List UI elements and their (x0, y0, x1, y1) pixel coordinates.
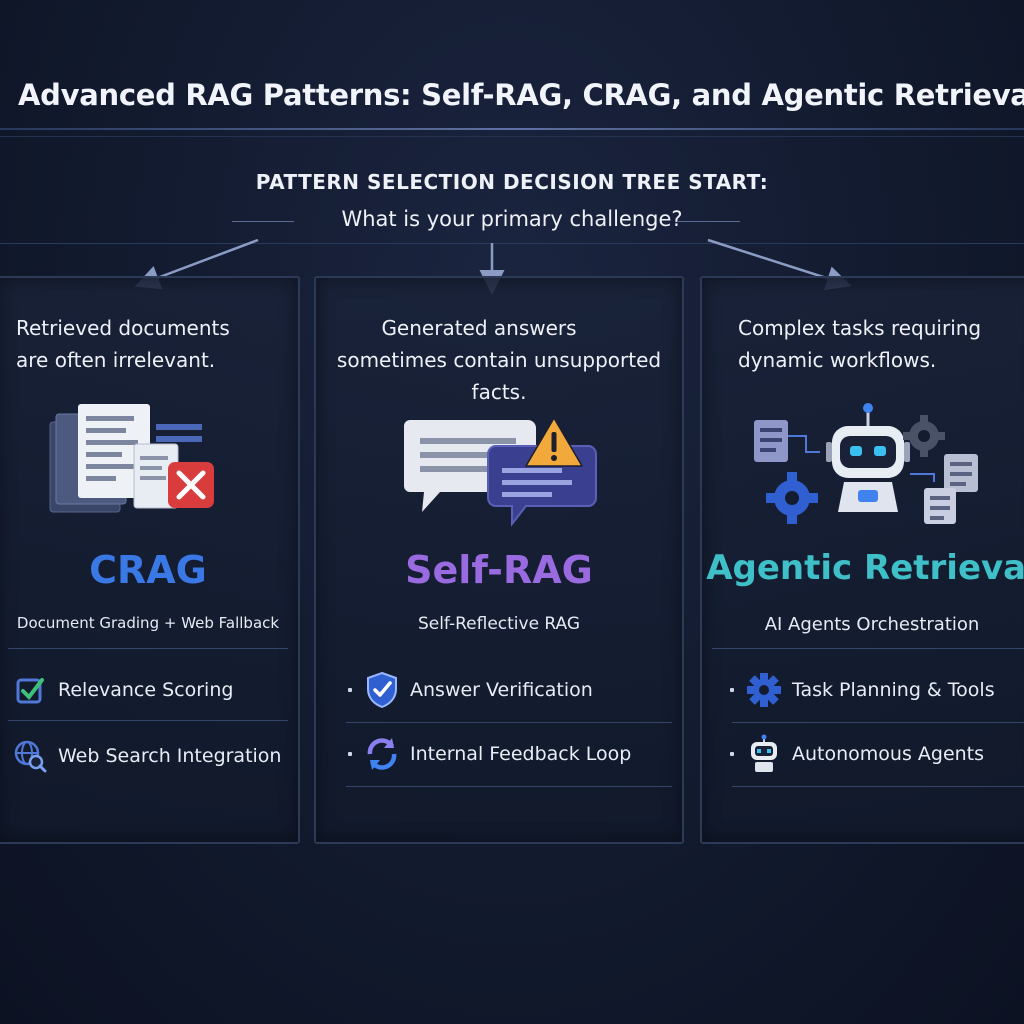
agentic-subtitle: AI Agents Orchestration (764, 614, 980, 635)
crag-challenge-line: Retrieved documents (16, 316, 230, 340)
robot-icon (744, 734, 784, 774)
self-rag-pattern-name: Self-RAG (405, 548, 593, 592)
refresh-loop-icon (362, 734, 402, 774)
agentic-challenge-line: dynamic workflows. (738, 348, 937, 372)
crag-subtitle: Document Grading + Web Fallback (16, 614, 280, 632)
crag-separator (8, 648, 288, 649)
question-rule-right (678, 221, 740, 222)
agentic-pattern-name: Agentic Retrieval (706, 548, 1024, 588)
self-rag-subtitle: Self-Reflective RAG (417, 614, 581, 634)
agentic-separator (732, 722, 1024, 723)
self-rag-challenge-line: Generated answers (381, 316, 577, 340)
feature-label: Internal Feedback Loop (410, 743, 632, 765)
decision-tree-question: What is your primary challenge? (341, 207, 683, 231)
chat-bubbles-with-warning-icon (404, 417, 597, 527)
agentic-challenge-line: Complex tasks requiring (738, 316, 982, 340)
bullet (730, 752, 734, 756)
decision-arrows (134, 238, 852, 295)
page-title: Advanced RAG Patterns: Self-RAG, CRAG, a… (18, 78, 1024, 112)
title-divider (0, 128, 1024, 130)
agentic-separator (732, 786, 1024, 787)
crag-feature-relevance: Relevance Scoring (0, 670, 298, 710)
tree-divider (0, 243, 1024, 244)
agentic-separator (712, 648, 1024, 649)
crag-challenge: Retrieved documents are often irrelevant… (16, 312, 230, 376)
self-rag-separator (346, 722, 672, 723)
title-divider-secondary (0, 136, 1024, 137)
bullet (348, 688, 352, 692)
decision-tree-heading: PATTERN SELECTION DECISION TREE START: (255, 170, 769, 194)
documents-with-reject-icon (49, 404, 214, 513)
feature-label: Autonomous Agents (792, 743, 985, 765)
feature-label: Answer Verification (410, 679, 593, 701)
agentic-feature-autonomous: Autonomous Agents (702, 734, 1024, 774)
crag-separator (8, 720, 288, 721)
self-rag-card: Generated answers sometimes contain unsu… (314, 276, 684, 844)
question-rule-left (232, 221, 294, 222)
shield-check-icon (362, 670, 402, 710)
arrow-to-crag (134, 238, 259, 290)
agentic-card: Complex tasks requiring dynamic workflow… (700, 276, 1024, 844)
self-rag-challenge-line: sometimes contain unsupported (336, 348, 662, 372)
crag-card: Retrieved documents are often irrelevant… (0, 276, 300, 844)
checkbox-check-icon (10, 670, 50, 710)
gear-icon (744, 670, 784, 710)
feature-label: Task Planning & Tools (792, 679, 995, 701)
bullet (730, 688, 734, 692)
bullet (348, 752, 352, 756)
feature-label: Web Search Integration (58, 745, 282, 767)
feature-label: Relevance Scoring (58, 679, 234, 701)
agentic-challenge: Complex tasks requiring dynamic workflow… (738, 312, 981, 376)
crag-pattern-name: CRAG (89, 548, 207, 592)
self-rag-feature-feedback: Internal Feedback Loop (316, 734, 682, 774)
agentic-feature-planning: Task Planning & Tools (702, 670, 1024, 710)
crag-challenge-line: are often irrelevant. (16, 348, 216, 372)
self-rag-challenge-line: facts. (471, 380, 527, 404)
arrow-to-agentic (707, 238, 852, 291)
self-rag-separator (346, 786, 672, 787)
crag-feature-web-search: Web Search Integration (0, 736, 298, 776)
globe-search-icon (10, 736, 50, 776)
robot-with-gears-icon (754, 403, 978, 524)
self-rag-challenge: Generated answers sometimes contain unsu… (316, 312, 682, 408)
self-rag-feature-verification: Answer Verification (316, 670, 682, 710)
